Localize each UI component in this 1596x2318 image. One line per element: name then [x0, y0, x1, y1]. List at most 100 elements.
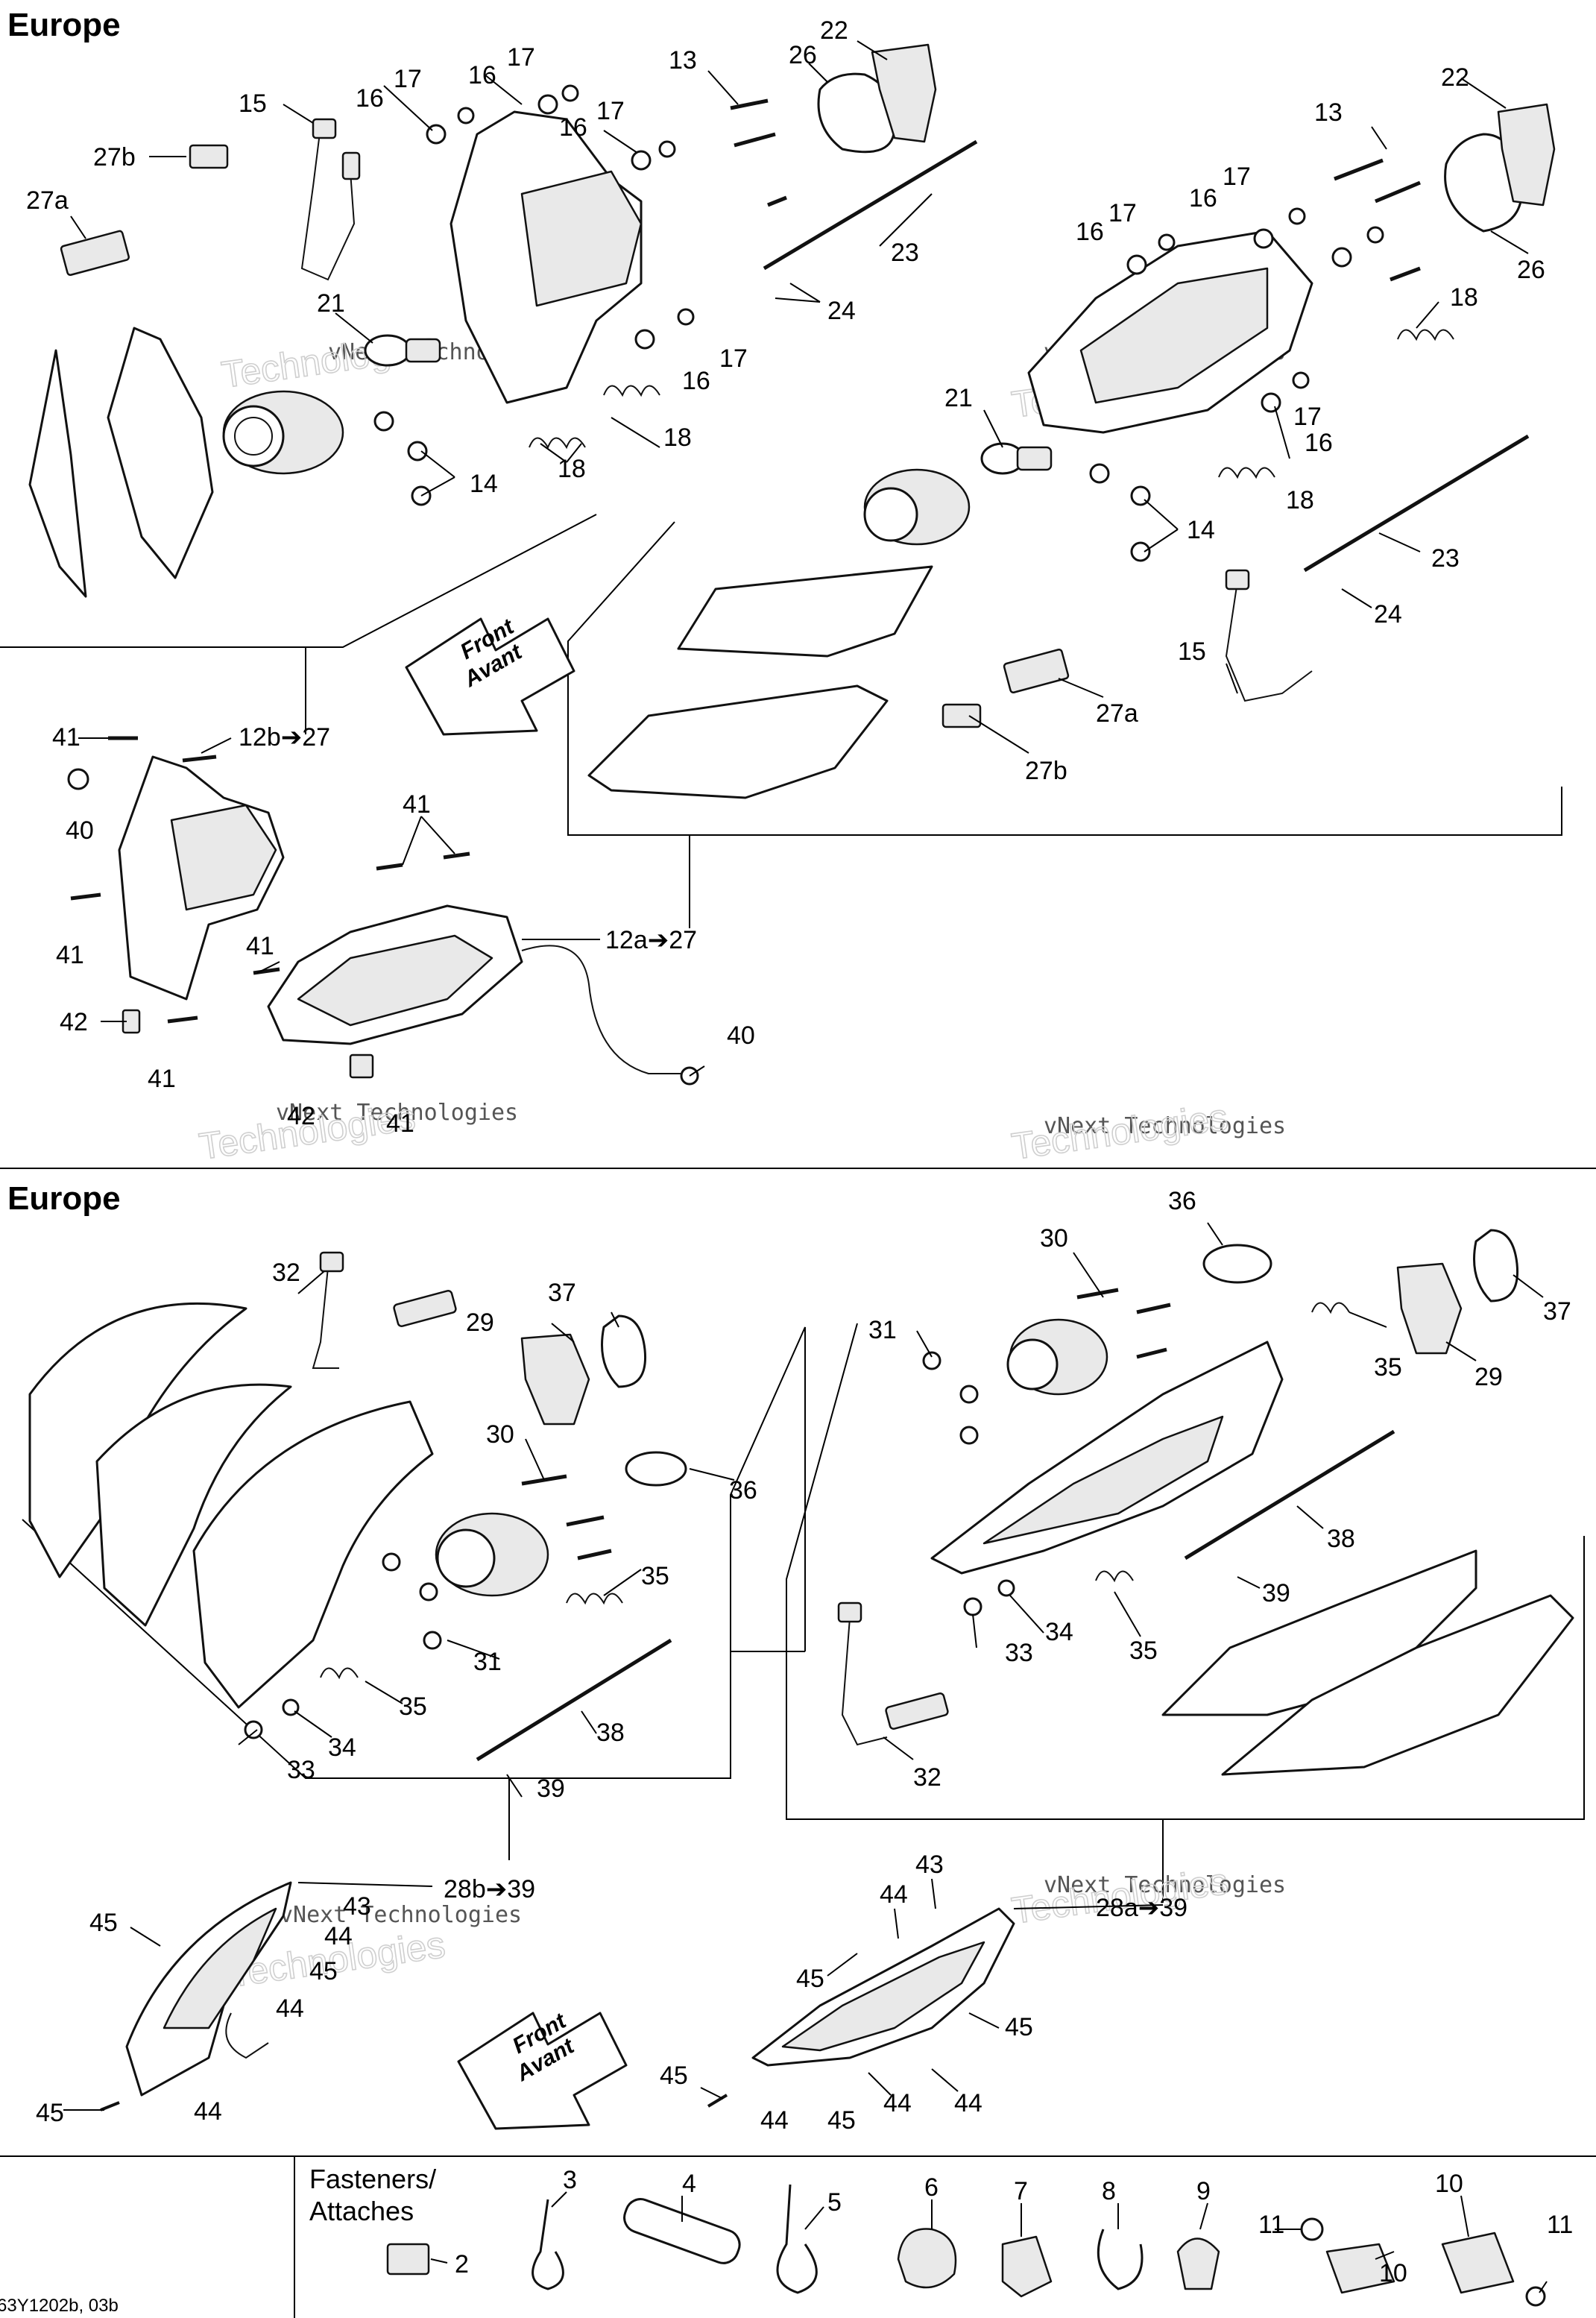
- callout-16: 16: [559, 113, 587, 142]
- fastener-10: [1325, 2243, 1395, 2294]
- callout-13: 13: [1314, 98, 1343, 127]
- callout-41: 41: [52, 723, 81, 752]
- callout-37: 37: [1543, 1297, 1571, 1326]
- connector-27a-right: [1003, 648, 1070, 694]
- callout-labels: 22 26 13 17 16 17 16 17 16 15 27b 27a 2 3…: [26, 16, 1573, 2287]
- callout-17: 17: [1293, 403, 1322, 431]
- projector-bottom-right: [1006, 1318, 1108, 1396]
- callout-45: 45: [89, 1909, 118, 1937]
- callout-35: 35: [1374, 1353, 1402, 1382]
- callout-45: 45: [36, 2099, 64, 2127]
- fastener-10b: [1441, 2232, 1515, 2294]
- front-arrow-bottom: Front Avant: [457, 2008, 628, 2130]
- cap-29-right: [1396, 1262, 1463, 1355]
- callout-30: 30: [486, 1420, 514, 1449]
- housing-bottom-left: [192, 1400, 434, 1709]
- fasteners-title-line1: Fasteners/: [309, 2164, 436, 2194]
- projector-right: [863, 468, 971, 546]
- callout-45: 45: [1005, 2013, 1033, 2041]
- callout-17: 17: [1108, 199, 1137, 227]
- callout-39: 39: [537, 1774, 565, 1803]
- cap-29-left: [520, 1333, 590, 1426]
- callout-8: 8: [1102, 2177, 1116, 2205]
- callout-41: 41: [56, 941, 84, 969]
- projector-bottom-left: [435, 1512, 549, 1597]
- callout-26: 26: [789, 41, 817, 69]
- callout-15: 15: [239, 89, 267, 118]
- callout-16: 16: [1076, 218, 1104, 246]
- document-reference: 63Y1202b, 03b: [0, 2296, 119, 2316]
- seal-37-left: [601, 1314, 647, 1388]
- callout-17: 17: [596, 97, 625, 125]
- callout-9: 9: [1196, 2177, 1211, 2205]
- headlamp-housing: [107, 327, 214, 579]
- bulb-21: [364, 334, 441, 367]
- callout-2: 2: [455, 2250, 469, 2278]
- callout-6: 6: [924, 2173, 939, 2202]
- callout-34: 34: [328, 1733, 356, 1762]
- callout-28b39: 28b➔39: [444, 1875, 535, 1903]
- cap-22-right: [1497, 103, 1556, 207]
- callout-41: 41: [403, 790, 431, 819]
- fasteners-row: [386, 2184, 1546, 2307]
- callout-24: 24: [827, 297, 856, 325]
- watermark-text: vNext Technologies: [1044, 1872, 1286, 1898]
- fastener-2: [386, 2243, 430, 2276]
- callout-44: 44: [880, 1880, 908, 1909]
- fasteners-title-line2: Attaches: [309, 2196, 414, 2226]
- callout-38: 38: [596, 1719, 625, 1747]
- callout-17: 17: [719, 344, 748, 373]
- bottom-left-assembly: [28, 1251, 687, 1762]
- callout-42: 42: [287, 1102, 315, 1130]
- callout-33: 33: [1005, 1639, 1033, 1667]
- callout-35: 35: [1129, 1637, 1158, 1665]
- callout-15: 15: [1178, 637, 1206, 666]
- callout-45: 45: [309, 1957, 338, 1985]
- callout-18: 18: [663, 423, 692, 452]
- top-left-assembly: [28, 43, 978, 598]
- watermark-text: vNext Technologies: [276, 1100, 518, 1126]
- callout-16: 16: [682, 367, 710, 395]
- watermark-outline: Technologies: [1009, 1096, 1231, 1168]
- callout-16: 16: [1305, 429, 1333, 457]
- callout-44: 44: [324, 1922, 353, 1950]
- middle-assembly: [67, 736, 699, 1086]
- callout-22: 22: [1441, 63, 1469, 92]
- callout-17: 17: [1223, 163, 1251, 191]
- bezel-bottom-left: [95, 1383, 292, 1627]
- callout-35: 35: [399, 1692, 427, 1721]
- callout-44: 44: [194, 2097, 222, 2126]
- callout-17: 17: [507, 43, 535, 72]
- callout-7: 7: [1014, 2177, 1028, 2205]
- callout-37: 37: [548, 1279, 576, 1307]
- bezel-right: [677, 565, 933, 658]
- callout-39: 39: [1262, 1579, 1290, 1607]
- callout-27b: 27b: [93, 143, 136, 171]
- connector-27b-right: [941, 703, 982, 728]
- watermark-text: vNext Technologies: [280, 1902, 522, 1928]
- callout-27a: 27a: [26, 186, 69, 215]
- callout-40: 40: [727, 1021, 755, 1050]
- callout-5: 5: [827, 2188, 842, 2217]
- bottom-right-assembly: [837, 1229, 1574, 1776]
- callout-16: 16: [356, 84, 384, 113]
- callout-35: 35: [641, 1562, 669, 1590]
- callout-31: 31: [868, 1316, 897, 1344]
- callout-34: 34: [1045, 1618, 1073, 1646]
- callout-30: 30: [1040, 1224, 1068, 1253]
- callout-21: 21: [944, 384, 973, 412]
- callout-27b: 27b: [1025, 757, 1067, 785]
- headlamp-lens: [28, 349, 87, 598]
- gasket-right: [587, 684, 889, 799]
- bulb-36-right: [1202, 1244, 1272, 1284]
- seal-37-right: [1473, 1229, 1519, 1303]
- callout-45: 45: [660, 2062, 688, 2090]
- callout-44: 44: [760, 2106, 789, 2135]
- callout-29: 29: [1474, 1363, 1503, 1391]
- callout-14: 14: [1187, 516, 1215, 544]
- callout-41: 41: [148, 1065, 176, 1093]
- callout-36: 36: [1168, 1187, 1196, 1215]
- cap-22: [871, 43, 937, 143]
- watermark-text: vNext Technologies: [1044, 1113, 1286, 1139]
